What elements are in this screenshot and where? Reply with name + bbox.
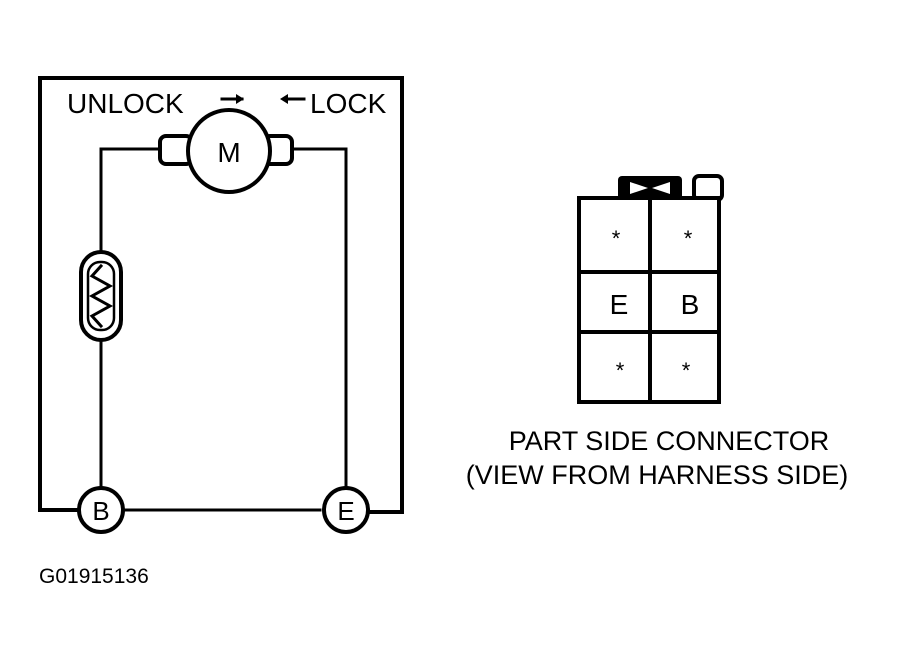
terminal-e: E	[322, 486, 370, 534]
connector-caption-line1: PART SIDE CONNECTOR	[509, 426, 830, 456]
lock-arrow-icon	[280, 94, 306, 104]
part-side-connector: * * E B * * PART SIDE CONNECTOR (VIEW FR…	[466, 174, 849, 490]
wire-right	[286, 147, 348, 490]
connector-cell-3: E	[610, 289, 629, 320]
circuit-breaker-icon	[79, 250, 123, 342]
motor-label: M	[217, 137, 240, 168]
connector-cell-4: B	[681, 289, 700, 320]
connector-cell-5: *	[616, 358, 625, 383]
unlock-arrow-icon	[220, 94, 244, 104]
connector-cell-2: *	[684, 226, 693, 251]
motor-schematic: M UNLOCK LOCK B E	[38, 76, 404, 534]
wire-left	[99, 147, 164, 254]
motor-symbol	[186, 108, 272, 194]
unlock-label: UNLOCK	[67, 88, 184, 119]
terminal-b-label: B	[92, 496, 109, 526]
figure-code: G01915136	[39, 565, 149, 588]
terminal-e-label: E	[337, 496, 354, 526]
connector-lock-tab-icon	[618, 174, 724, 202]
terminal-b: B	[77, 486, 125, 534]
housing-outline	[38, 76, 404, 514]
lock-label: LOCK	[310, 88, 387, 119]
connector-caption-line2: (VIEW FROM HARNESS SIDE)	[466, 460, 849, 490]
connector-cell-1: *	[612, 226, 621, 251]
connector-cell-6: *	[682, 358, 691, 383]
